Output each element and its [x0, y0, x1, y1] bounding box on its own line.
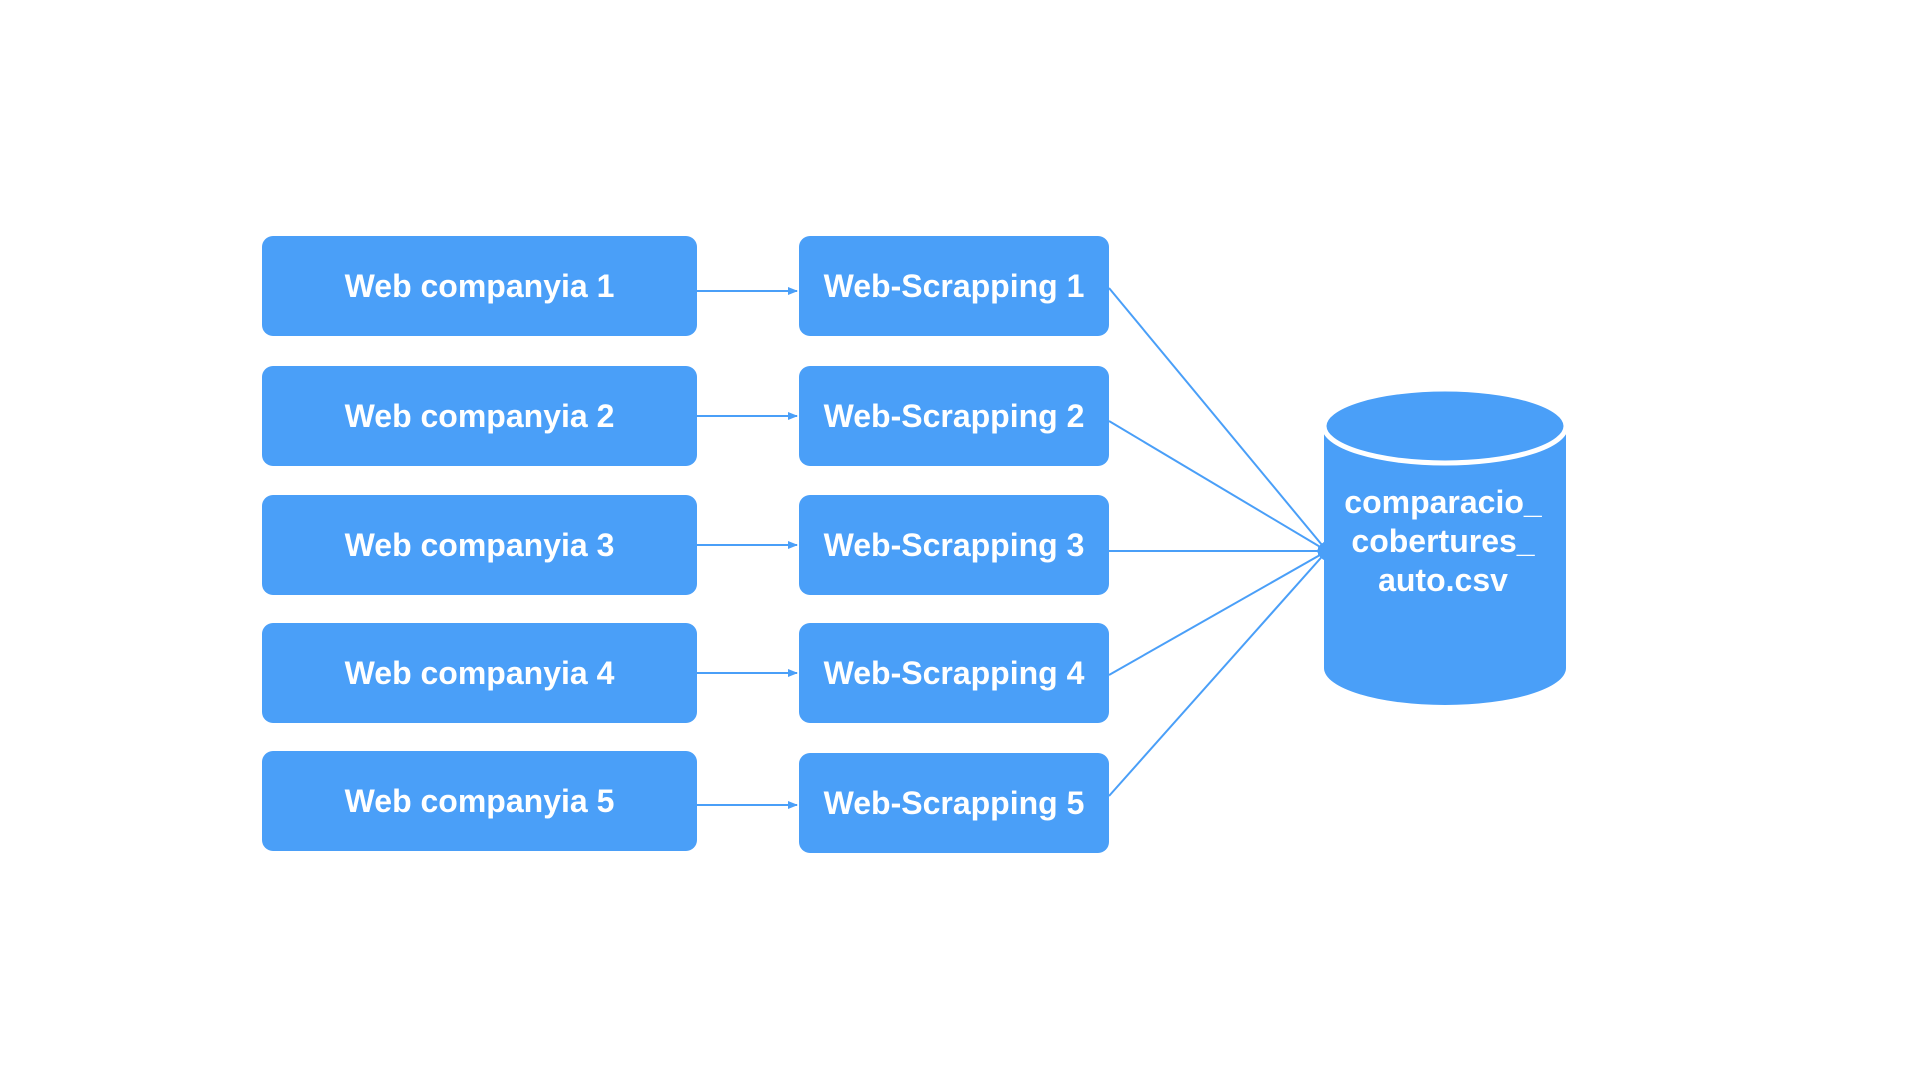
- source-node-1: Web companyia 1: [262, 236, 697, 336]
- scraper-node-3: Web-Scrapping 3: [799, 495, 1109, 595]
- connector-scraper-1-to-database: [1108, 287, 1328, 552]
- database-label: comparacio_ cobertures_ auto.csv: [1322, 483, 1564, 600]
- scraper-node-label: Web-Scrapping 4: [823, 654, 1085, 691]
- scraper-node-label: Web-Scrapping 2: [823, 397, 1085, 434]
- scraper-node-4: Web-Scrapping 4: [799, 623, 1109, 723]
- source-node-4: Web companyia 4: [262, 623, 697, 723]
- scraper-node-label: Web-Scrapping 3: [823, 526, 1085, 563]
- source-node-label: Web companyia 5: [344, 782, 615, 819]
- scraper-node-2: Web-Scrapping 2: [799, 366, 1109, 466]
- source-node-label: Web companyia 3: [344, 526, 615, 563]
- scraper-node-label: Web-Scrapping 5: [823, 784, 1085, 821]
- scraper-node-5: Web-Scrapping 5: [799, 753, 1109, 853]
- scraper-node-label: Web-Scrapping 1: [823, 267, 1085, 304]
- connector-scraper-4-to-database: [1108, 550, 1328, 676]
- database-label-line: auto.csv: [1378, 562, 1508, 598]
- scraper-node-1: Web-Scrapping 1: [799, 236, 1109, 336]
- connector-scraper-2-to-database: [1108, 420, 1328, 552]
- database-cylinder-icon: [1321, 386, 1569, 705]
- source-node-label: Web companyia 1: [344, 267, 615, 304]
- source-node-2: Web companyia 2: [262, 366, 697, 466]
- source-node-3: Web companyia 3: [262, 495, 697, 595]
- source-node-label: Web companyia 4: [344, 654, 615, 691]
- source-node-label: Web companyia 2: [344, 397, 615, 434]
- connector-scraper-5-to-database: [1108, 550, 1328, 797]
- database-label-line: comparacio_: [1344, 484, 1542, 520]
- source-node-5: Web companyia 5: [262, 751, 697, 851]
- database-label-line: cobertures_: [1351, 523, 1535, 559]
